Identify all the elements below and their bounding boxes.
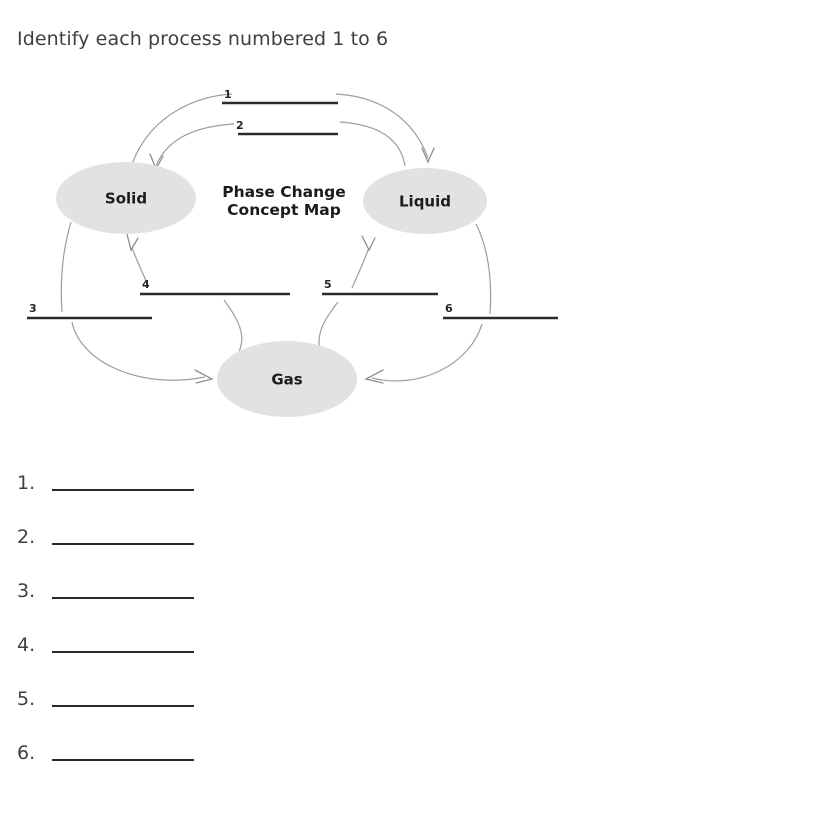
answer-blank-3[interactable] bbox=[52, 580, 194, 599]
answer-blank-5[interactable] bbox=[52, 688, 194, 707]
page-title: Identify each process numbered 1 to 6 bbox=[17, 28, 389, 50]
answer-number: 5. bbox=[17, 688, 36, 710]
slot-number-6: 6 bbox=[445, 302, 453, 315]
answer-row: 6. bbox=[17, 742, 317, 796]
slot-number-4: 4 bbox=[142, 278, 150, 291]
arc-liquid-to-solid-right bbox=[339, 121, 406, 167]
arc-liquid-to-gas-upper bbox=[475, 223, 492, 315]
slot-number-3: 3 bbox=[29, 302, 37, 315]
answer-list: 1. 2. 3. 4. 5. 6. bbox=[17, 472, 317, 796]
arrowhead-into-liquid-top bbox=[421, 147, 435, 164]
answer-blank-1[interactable] bbox=[52, 472, 194, 491]
phase-change-concept-map: Solid Liquid Gas Phase Change Concept Ma… bbox=[0, 72, 600, 442]
node-liquid bbox=[363, 168, 487, 234]
arc-liquid-to-solid-left bbox=[155, 123, 235, 167]
node-solid-label: Solid bbox=[105, 190, 147, 208]
arrowhead-into-solid-bottom bbox=[126, 233, 139, 252]
arc-solid-to-gas-upper bbox=[60, 221, 72, 313]
answer-number: 4. bbox=[17, 634, 36, 656]
node-gas bbox=[217, 341, 357, 417]
arc-solid-to-liquid-right bbox=[335, 93, 429, 159]
answer-number: 6. bbox=[17, 742, 36, 764]
concept-map-title-line2: Concept Map bbox=[227, 201, 341, 219]
answer-blank-2[interactable] bbox=[52, 526, 194, 545]
arc-liquid-to-gas-lower bbox=[371, 323, 483, 382]
answer-row: 4. bbox=[17, 634, 317, 688]
answer-number: 2. bbox=[17, 526, 36, 548]
arrowhead-into-gas-left bbox=[194, 369, 214, 384]
answer-blank-4[interactable] bbox=[52, 634, 194, 653]
arc-solid-to-liquid-left bbox=[130, 93, 233, 168]
slot-number-1: 1 bbox=[224, 88, 232, 101]
answer-row: 5. bbox=[17, 688, 317, 742]
arrowhead-into-liquid-bottom bbox=[361, 235, 376, 252]
node-gas-label: Gas bbox=[271, 371, 302, 389]
node-solid bbox=[56, 162, 196, 234]
answer-number: 1. bbox=[17, 472, 36, 494]
arc-solid-to-gas-lower bbox=[71, 321, 206, 381]
slot-number-5: 5 bbox=[324, 278, 332, 291]
node-liquid-label: Liquid bbox=[399, 193, 451, 211]
answer-row: 2. bbox=[17, 526, 317, 580]
arc-gas-to-liquid-upper bbox=[351, 249, 369, 289]
answer-row: 3. bbox=[17, 580, 317, 634]
slot-number-2: 2 bbox=[236, 119, 244, 132]
arc-gas-to-solid-upper bbox=[131, 247, 149, 286]
concept-map-title-line1: Phase Change bbox=[222, 183, 346, 201]
arrowhead-into-gas-right bbox=[364, 369, 384, 384]
answer-row: 1. bbox=[17, 472, 317, 526]
answer-blank-6[interactable] bbox=[52, 742, 194, 761]
answer-number: 3. bbox=[17, 580, 36, 602]
